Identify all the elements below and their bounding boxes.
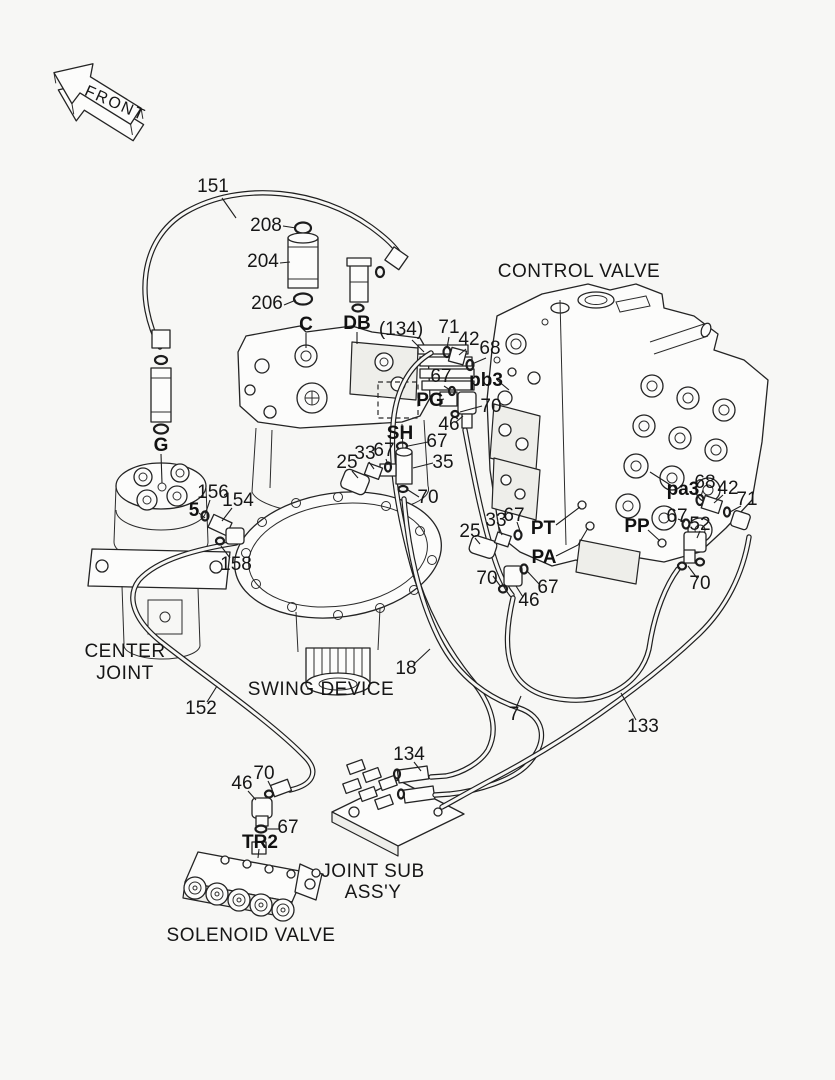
callout-tr2-70: 70 — [253, 763, 274, 784]
callout-pg-67: 67 — [430, 366, 451, 387]
swing-pinion-gear — [305, 647, 371, 696]
callout-pt-33: 33 — [485, 510, 506, 531]
component-label-swing-device: SWING DEVICE — [248, 679, 394, 700]
callout-pg-70: 70 — [480, 396, 501, 417]
component-label-joint-sub-line1: JOINT SUB — [321, 861, 424, 882]
callout-133: 133 — [627, 716, 659, 737]
tr2-fittings — [251, 778, 293, 834]
port-label-g: G — [154, 435, 169, 456]
port-label-pa: PA — [532, 547, 557, 568]
port-label-pt: PT — [531, 518, 556, 539]
callout-134: 134 — [393, 744, 425, 765]
joint-sub-fittings — [342, 758, 436, 811]
callout-sh-25: 25 — [336, 452, 357, 473]
port-label-pa3: pa3 — [667, 479, 700, 500]
port-label-5: 5 — [189, 500, 200, 521]
callout-pt-67: 67 — [503, 505, 524, 526]
port-label-c: C — [299, 314, 313, 335]
solenoid-valve-drawing — [182, 841, 323, 922]
pt-pa-fittings — [468, 529, 529, 594]
hose-151-end-fittings — [150, 246, 409, 435]
callout-154: 154 — [222, 490, 254, 511]
callout-pa3-71: 71 — [736, 489, 757, 510]
callout-sh-35: 35 — [432, 452, 453, 473]
component-label-control-valve: CONTROL VALVE — [498, 261, 660, 282]
c-port-fitting-stack — [287, 221, 319, 306]
front-direction-arrow: FRONT — [53, 63, 148, 142]
callout-pp-67: 67 — [666, 506, 687, 527]
callout-pb3-42: 42 — [458, 329, 479, 350]
joint-sub-assembly-drawing — [331, 758, 465, 857]
callout-tr2-67: 67 — [277, 817, 298, 838]
sh-fittings — [340, 441, 413, 496]
callout-152: 152 — [185, 698, 217, 719]
callout-151: 151 — [197, 176, 229, 197]
callout-134-ref: (134) — [379, 319, 423, 340]
callout-sh-33: 33 — [354, 443, 375, 464]
leader-lines — [160, 197, 742, 859]
port-label-pp: PP — [624, 516, 650, 537]
front-arrow-face — [53, 63, 142, 125]
component-label-solenoid-valve: SOLENOID VALVE — [167, 925, 336, 946]
hidden-port-block — [377, 381, 419, 419]
callout-158: 158 — [220, 554, 252, 575]
callout-sh-67: 67 — [426, 431, 447, 452]
callout-pp-52: 52 — [689, 514, 710, 535]
callout-pb3-71: 71 — [438, 317, 459, 338]
callout-204: 204 — [247, 251, 279, 272]
solenoid-coils — [183, 876, 295, 922]
diagram-labels: 151 208 204 206 C DB (134) 71 42 68 pb3 … — [84, 176, 757, 946]
callout-7: 7 — [509, 704, 520, 725]
callout-pa-46: 46 — [518, 590, 539, 611]
db-fitting — [346, 257, 372, 313]
component-label-joint-sub-line2: ASS'Y — [345, 882, 402, 903]
callout-pp-70: 70 — [689, 573, 710, 594]
pp-fittings — [676, 518, 707, 571]
callout-pa-70: 70 — [476, 568, 497, 589]
callout-sh-67b: 67 — [373, 440, 394, 461]
callout-pa3-68: 68 — [694, 472, 715, 493]
callout-pa-67: 67 — [537, 577, 558, 598]
callout-206: 206 — [251, 293, 283, 314]
callout-pg-46: 46 — [438, 414, 459, 435]
callout-156: 156 — [197, 482, 229, 503]
component-label-center-joint-line1: CENTER — [84, 641, 165, 662]
callout-sh-70: 70 — [417, 487, 438, 508]
tr2-port-stub — [251, 841, 267, 855]
port-label-pg: PG — [416, 390, 443, 411]
spool-ports — [615, 374, 736, 543]
callout-208: 208 — [250, 215, 282, 236]
component-label-center-joint-line2: JOINT — [96, 663, 153, 684]
callout-pt-25: 25 — [459, 521, 480, 542]
callout-pb3-68: 68 — [479, 338, 500, 359]
callout-tr2-46: 46 — [231, 773, 252, 794]
port-label-pb3: pb3 — [469, 370, 503, 391]
control-valve-drawing — [486, 283, 769, 585]
callout-18: 18 — [395, 658, 416, 679]
callout-pa3-42: 42 — [717, 478, 738, 499]
center-joint-elbow-fittings — [200, 510, 245, 546]
center-joint-drawing — [87, 462, 231, 660]
flange-bolt-holes — [241, 492, 437, 620]
port-label-tr2: TR2 — [242, 832, 278, 853]
port-label-db: DB — [343, 313, 370, 334]
port-label-sh: SH — [387, 423, 413, 444]
